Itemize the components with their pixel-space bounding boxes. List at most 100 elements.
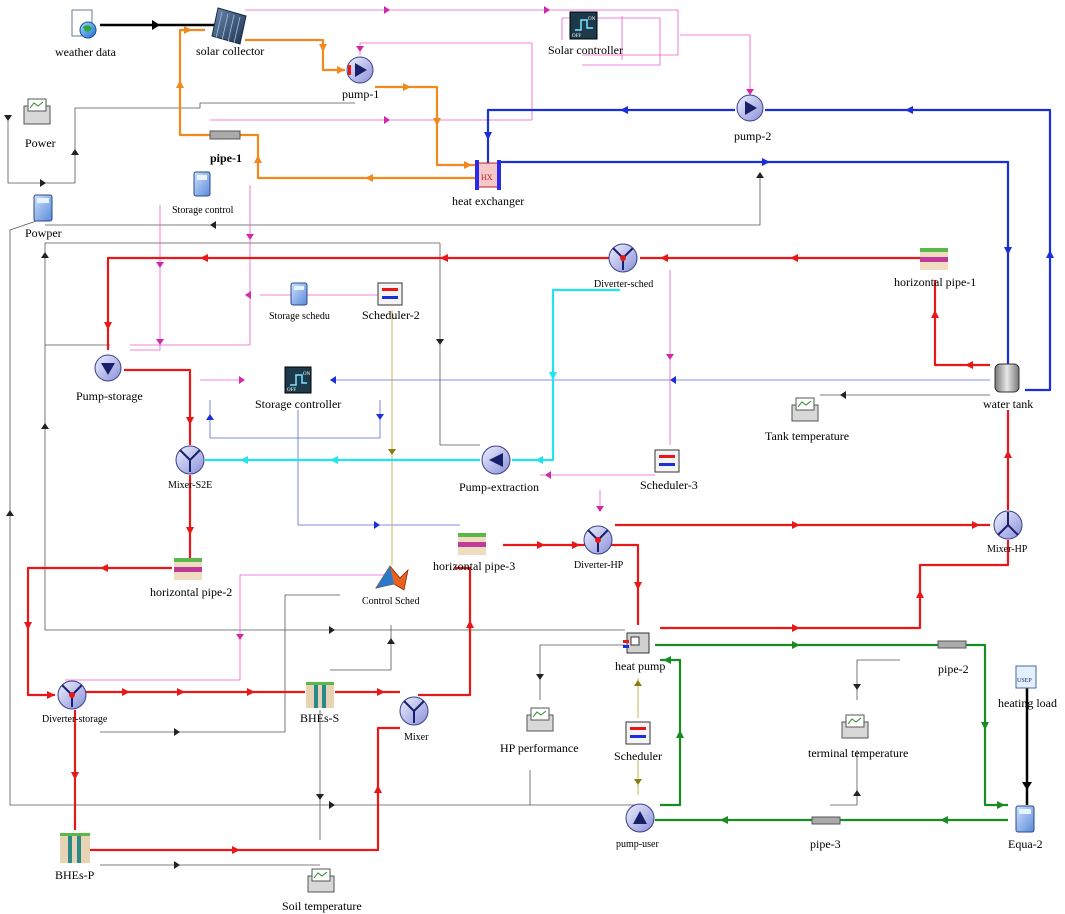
heating-loop-arrows	[24, 254, 1012, 854]
bhes-p-component[interactable]: BHEs-P	[55, 833, 95, 882]
pump-2-component[interactable]: pump-2	[734, 94, 771, 143]
weather-data-component[interactable]: weather data	[55, 9, 117, 59]
pipe-icon	[811, 816, 841, 825]
storage-controller-component[interactable]: ON OFF Storage controller	[255, 366, 341, 411]
scheduler-label: Scheduler	[614, 749, 662, 763]
control-links-pink	[65, 9, 751, 681]
pipe-icon	[209, 130, 241, 140]
heat-pump-label: heat pump	[615, 659, 665, 673]
storage-control-label: Storage control	[172, 205, 234, 216]
diverter-storage-component[interactable]: Diverter-storage	[42, 680, 108, 725]
pump-extraction-label: Pump-extraction	[459, 480, 539, 494]
pump-1-component[interactable]: pump-1	[342, 56, 379, 101]
hp-performance-component[interactable]: HP performance	[500, 707, 579, 755]
weather-data-label: weather data	[55, 45, 117, 59]
pipe-2-component[interactable]: pipe-2	[937, 640, 969, 676]
horizontal-pipe-2-component[interactable]: horizontal pipe-2	[150, 558, 232, 599]
scheduler-link-arrows	[388, 449, 642, 785]
mixer-hp-label: Mixer-HP	[987, 544, 1028, 555]
horizontal-pipe-1-component[interactable]: horizontal pipe-1	[894, 248, 976, 289]
control-sched-component[interactable]: Control Sched	[362, 565, 420, 607]
hp-performance-label: HP performance	[500, 741, 579, 755]
water-tank-component[interactable]: water tank	[983, 363, 1033, 411]
pipe-1-component[interactable]: pipe-1	[209, 130, 242, 165]
storage-control-component[interactable]: Storage control	[172, 171, 234, 216]
svg-text:HX: HX	[481, 173, 493, 182]
pipe-2-label: pipe-2	[938, 662, 969, 676]
heat-pump-component[interactable]: heat pump	[615, 632, 665, 673]
tank-temperature-label: Tank temperature	[765, 429, 849, 443]
heating-load-label: heating load	[998, 696, 1057, 710]
scheduler-2-component[interactable]: Scheduler-2	[362, 282, 420, 322]
pipe-3-component[interactable]: pipe-3	[810, 816, 841, 851]
control-link-blue-arrows	[206, 376, 676, 529]
data-links	[7, 102, 990, 866]
tank-loop	[486, 108, 1052, 392]
pump-storage-component[interactable]: Pump-storage	[76, 354, 143, 403]
pump-storage-label: Pump-storage	[76, 389, 143, 403]
power-label: Power	[25, 136, 56, 150]
mixer-component[interactable]: Mixer	[399, 696, 429, 743]
tank-loop-arrows	[484, 106, 1054, 258]
horizontal-pipe-3-component[interactable]: horizontal pipe-3	[433, 533, 515, 573]
equa-2-component[interactable]: Equa-2	[1008, 805, 1043, 851]
pipe-1-label: pipe-1	[210, 151, 242, 165]
bhes-s-label: BHEs-S	[300, 711, 339, 725]
scheduler-3-label: Scheduler-3	[640, 478, 698, 492]
bhes-s-component[interactable]: BHEs-S	[300, 682, 339, 725]
powper-label: Powper	[25, 226, 62, 240]
scheduler-icon	[654, 449, 680, 473]
control-link-pink-arrows	[156, 6, 754, 640]
powper-component[interactable]: Powper	[25, 194, 62, 240]
terminal-temperature-label: terminal temperature	[808, 746, 908, 760]
scheduler-component[interactable]: Scheduler	[614, 721, 662, 763]
soil-temperature-component[interactable]: Soil temperature	[282, 868, 362, 913]
svg-text:USEP: USEP	[1017, 678, 1032, 684]
borehole-icon	[60, 833, 90, 863]
storage-schedu-label: Storage schedu	[269, 311, 330, 322]
horizontal-pipe-3-label: horizontal pipe-3	[433, 559, 515, 573]
solar-controller-label: Solar controller	[548, 43, 623, 57]
solar-collector-label: solar collector	[196, 44, 264, 58]
diverter-sched-label: Diverter-sched	[594, 279, 653, 290]
pump-2-label: pump-2	[734, 129, 771, 143]
scheduler-icon	[625, 721, 651, 745]
solar-collector-component[interactable]: solar collector	[196, 7, 264, 58]
heat-exchanger-component[interactable]: HX heat exchanger	[452, 160, 524, 208]
pump-1-label: pump-1	[342, 87, 379, 101]
solar-controller-component[interactable]: ON OFF Solar controller	[548, 11, 623, 57]
diverter-hp-label: Diverter-HP	[574, 560, 624, 571]
pump-user-component[interactable]: pump-user	[616, 803, 659, 850]
connections	[4, 6, 1054, 869]
scheduler-3-component[interactable]: Scheduler-3	[640, 449, 698, 492]
mixer-s2e-component[interactable]: Mixer-S2E	[168, 445, 212, 491]
svg-text:ON: ON	[588, 17, 596, 22]
svg-text:OFF: OFF	[287, 388, 296, 393]
storage-schedu-component[interactable]: Storage schedu	[269, 282, 330, 322]
terminal-temperature-component[interactable]: terminal temperature	[808, 714, 908, 760]
diverter-storage-label: Diverter-storage	[42, 714, 108, 725]
storage-controller-label: Storage controller	[255, 397, 341, 411]
extraction-loop-arrows	[240, 372, 557, 464]
mixer-hp-component[interactable]: Mixer-HP	[987, 510, 1028, 555]
tank-icon	[994, 363, 1020, 393]
diverter-hp-component[interactable]: Diverter-HP	[574, 525, 624, 571]
controller-icon	[569, 11, 598, 40]
pump-user-label: pump-user	[616, 839, 659, 850]
borehole-icon	[306, 682, 334, 708]
power-printer-component[interactable]: Power	[23, 98, 56, 150]
pump-extraction-component[interactable]: Pump-extraction	[459, 445, 539, 494]
soil-temperature-label: Soil temperature	[282, 899, 362, 913]
data-link-arrows	[4, 115, 861, 869]
pipe-icon	[937, 640, 967, 649]
mixer-s2e-label: Mixer-S2E	[168, 480, 212, 491]
tank-temperature-component[interactable]: Tank temperature	[765, 397, 849, 443]
horizontal-pipe-1-label: horizontal pipe-1	[894, 275, 976, 289]
heating-loops	[26, 256, 1010, 852]
mixer-label: Mixer	[404, 732, 429, 743]
controller-icon	[284, 366, 312, 394]
diverter-sched-component[interactable]: Diverter-sched	[594, 243, 653, 290]
scheduler-icon	[377, 282, 403, 306]
heating-load-component[interactable]: USEP heating load	[998, 665, 1057, 710]
